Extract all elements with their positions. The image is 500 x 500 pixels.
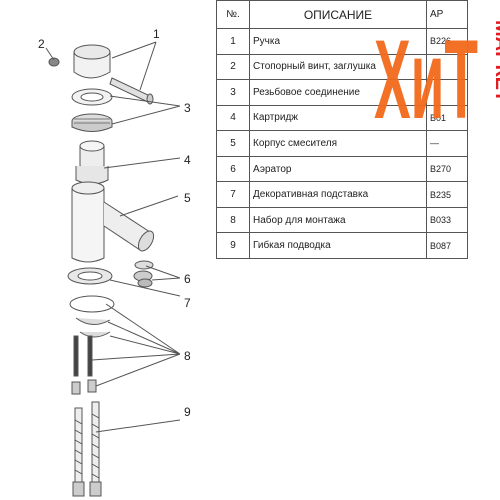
row-number: 1 bbox=[216, 28, 250, 55]
row-code: B033 bbox=[426, 206, 468, 234]
row-code: B087 bbox=[426, 232, 468, 259]
hit-market-logo: ХиТ МАРКЕТ bbox=[374, 17, 500, 128]
mounting-kit-part bbox=[69, 295, 115, 395]
row-number: 8 bbox=[216, 206, 250, 234]
callout-4: 4 bbox=[184, 153, 191, 167]
row-code: — bbox=[426, 130, 468, 157]
header-number: №. bbox=[216, 0, 250, 29]
row-number: 2 bbox=[216, 53, 250, 81]
callout-2: 2 bbox=[38, 37, 45, 51]
cartridge-part bbox=[75, 140, 109, 185]
table-row: 1 Ручка B226 bbox=[216, 28, 468, 55]
parts-table: №. ОПИСАНИЕ АР 1 Ручка B226 2 Стопорный … bbox=[216, 0, 468, 259]
table-row: 7 Декоративная подставка B235 bbox=[216, 181, 468, 208]
callout-8: 8 bbox=[184, 349, 191, 363]
row-code: B235 bbox=[426, 181, 468, 208]
callout-7: 7 bbox=[184, 296, 191, 310]
row-description: Аэратор bbox=[249, 155, 427, 183]
row-description: Декоративная подставка bbox=[249, 181, 427, 208]
table-row: 9 Гибкая подводка B087 bbox=[216, 232, 468, 259]
parts-table-header: №. ОПИСАНИЕ АР bbox=[216, 0, 468, 29]
handle-part bbox=[73, 44, 154, 105]
row-code bbox=[426, 53, 468, 81]
callout-6: 6 bbox=[184, 272, 191, 286]
flexible-hoses-part bbox=[72, 401, 102, 497]
row-number: 5 bbox=[216, 130, 250, 157]
callout-5: 5 bbox=[184, 191, 191, 205]
row-description: Гибкая подводка bbox=[249, 232, 427, 259]
row-number: 6 bbox=[216, 155, 250, 183]
row-number: 9 bbox=[216, 232, 250, 259]
threaded-connection-part bbox=[71, 88, 113, 132]
header-code: АР bbox=[426, 0, 468, 29]
logo-vertical-text: МАРКЕТ bbox=[491, 20, 500, 102]
callout-9: 9 bbox=[184, 405, 191, 419]
callout-3: 3 bbox=[184, 101, 191, 115]
leader-lines bbox=[45, 41, 181, 433]
row-code: B270 bbox=[426, 155, 468, 183]
table-row: 8 Набор для монтажа B033 bbox=[216, 206, 468, 234]
callout-1: 1 bbox=[153, 27, 160, 41]
set-screw-part bbox=[48, 57, 60, 67]
header-description: ОПИСАНИЕ bbox=[249, 0, 427, 29]
row-number: 3 bbox=[216, 79, 250, 106]
aerator-part bbox=[133, 260, 154, 288]
table-row: 6 Аэратор B270 bbox=[216, 155, 468, 183]
row-description: Корпус смесителя bbox=[249, 130, 427, 157]
row-code: B01 bbox=[426, 104, 468, 132]
row-description: Набор для монтажа bbox=[249, 206, 427, 234]
decorative-base-part bbox=[67, 267, 113, 285]
table-row: 2 Стопорный винт, заглушка bbox=[216, 53, 468, 81]
logo-letters: ХиТ bbox=[374, 17, 478, 128]
row-number: 7 bbox=[216, 181, 250, 208]
faucet-body-part bbox=[71, 181, 155, 263]
table-row: 5 Корпус смесителя — bbox=[216, 130, 468, 157]
row-number: 4 bbox=[216, 104, 250, 132]
